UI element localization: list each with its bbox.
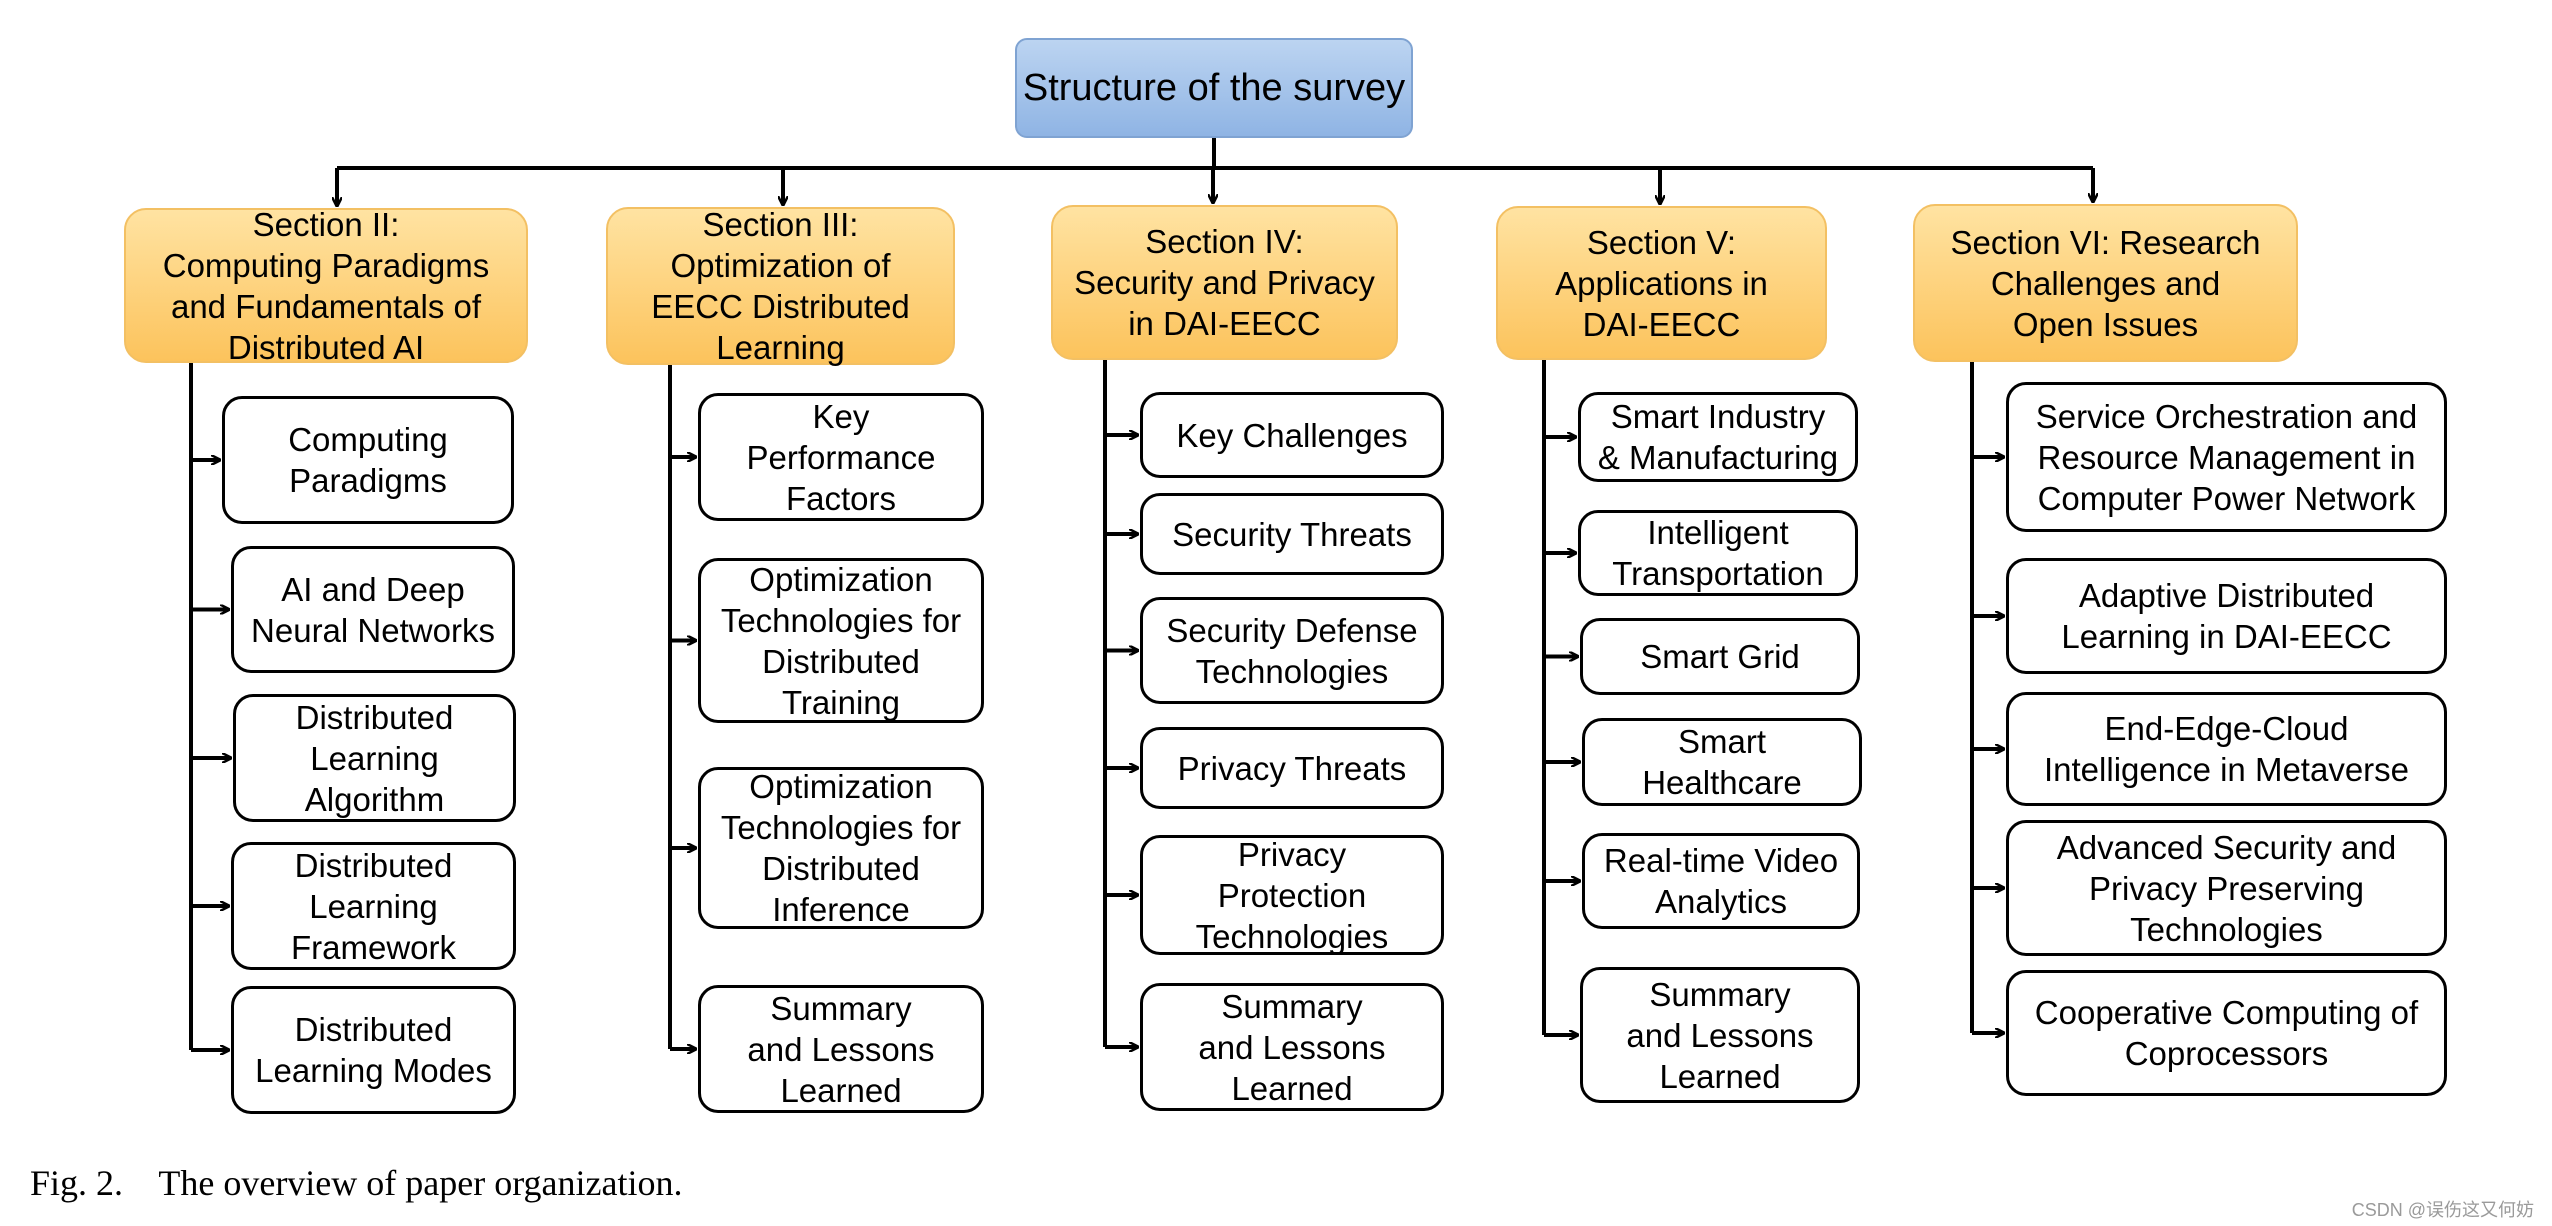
- topic-node: End-Edge-Cloud Intelligence in Metaverse: [2006, 692, 2447, 806]
- topic-node: Key Challenges: [1140, 392, 1444, 478]
- figure-caption: Fig. 2. The overview of paper organizati…: [30, 1163, 683, 1203]
- topic-node: Smart Healthcare: [1582, 718, 1862, 806]
- section-node: Section III: Optimization of EECC Distri…: [606, 206, 955, 366]
- topic-node: Smart Industry & Manufacturing: [1578, 392, 1858, 482]
- topic-node: Summary and Lessons Learned: [1140, 983, 1444, 1111]
- topic-node: Real-time Video Analytics: [1582, 833, 1860, 929]
- topic-node: Distributed Learning Modes: [231, 986, 516, 1114]
- topic-node: Smart Grid: [1580, 618, 1860, 695]
- topic-node: Privacy Protection Technologies: [1140, 835, 1444, 955]
- section-node: Section II: Computing Paradigms and Fund…: [124, 206, 528, 366]
- topic-node: Security Defense Technologies: [1140, 597, 1444, 704]
- watermark: CSDN @误伤这又何妨: [2351, 1200, 2534, 1220]
- topic-node: Adaptive Distributed Learning in DAI-EEC…: [2006, 558, 2447, 674]
- root-node: Structure of the survey: [1015, 38, 1413, 138]
- topic-node: Key Performance Factors: [698, 393, 984, 521]
- section-node: Section VI: Research Challenges and Open…: [1913, 204, 2298, 362]
- topic-node: Distributed Learning Framework: [231, 842, 516, 970]
- topic-node: Intelligent Transportation: [1578, 510, 1858, 596]
- topic-node: Cooperative Computing of Coprocessors: [2006, 970, 2447, 1096]
- topic-node: Privacy Threats: [1140, 727, 1444, 809]
- topic-node: Advanced Security and Privacy Preserving…: [2006, 820, 2447, 956]
- section-node: Section V: Applications in DAI-EECC: [1496, 206, 1827, 360]
- topic-node: Summary and Lessons Learned: [1580, 967, 1860, 1103]
- topic-node: Security Threats: [1140, 493, 1444, 575]
- topic-node: Summary and Lessons Learned: [698, 985, 984, 1113]
- topic-node: Optimization Technologies for Distribute…: [698, 767, 984, 929]
- topic-node: Distributed Learning Algorithm: [233, 694, 516, 822]
- topic-node: Service Orchestration and Resource Manag…: [2006, 382, 2447, 532]
- topic-node: AI and Deep Neural Networks: [231, 546, 515, 673]
- topic-node: Optimization Technologies for Distribute…: [698, 558, 984, 723]
- topic-node: Computing Paradigms: [222, 396, 514, 524]
- section-node: Section IV: Security and Privacy in DAI-…: [1051, 205, 1398, 360]
